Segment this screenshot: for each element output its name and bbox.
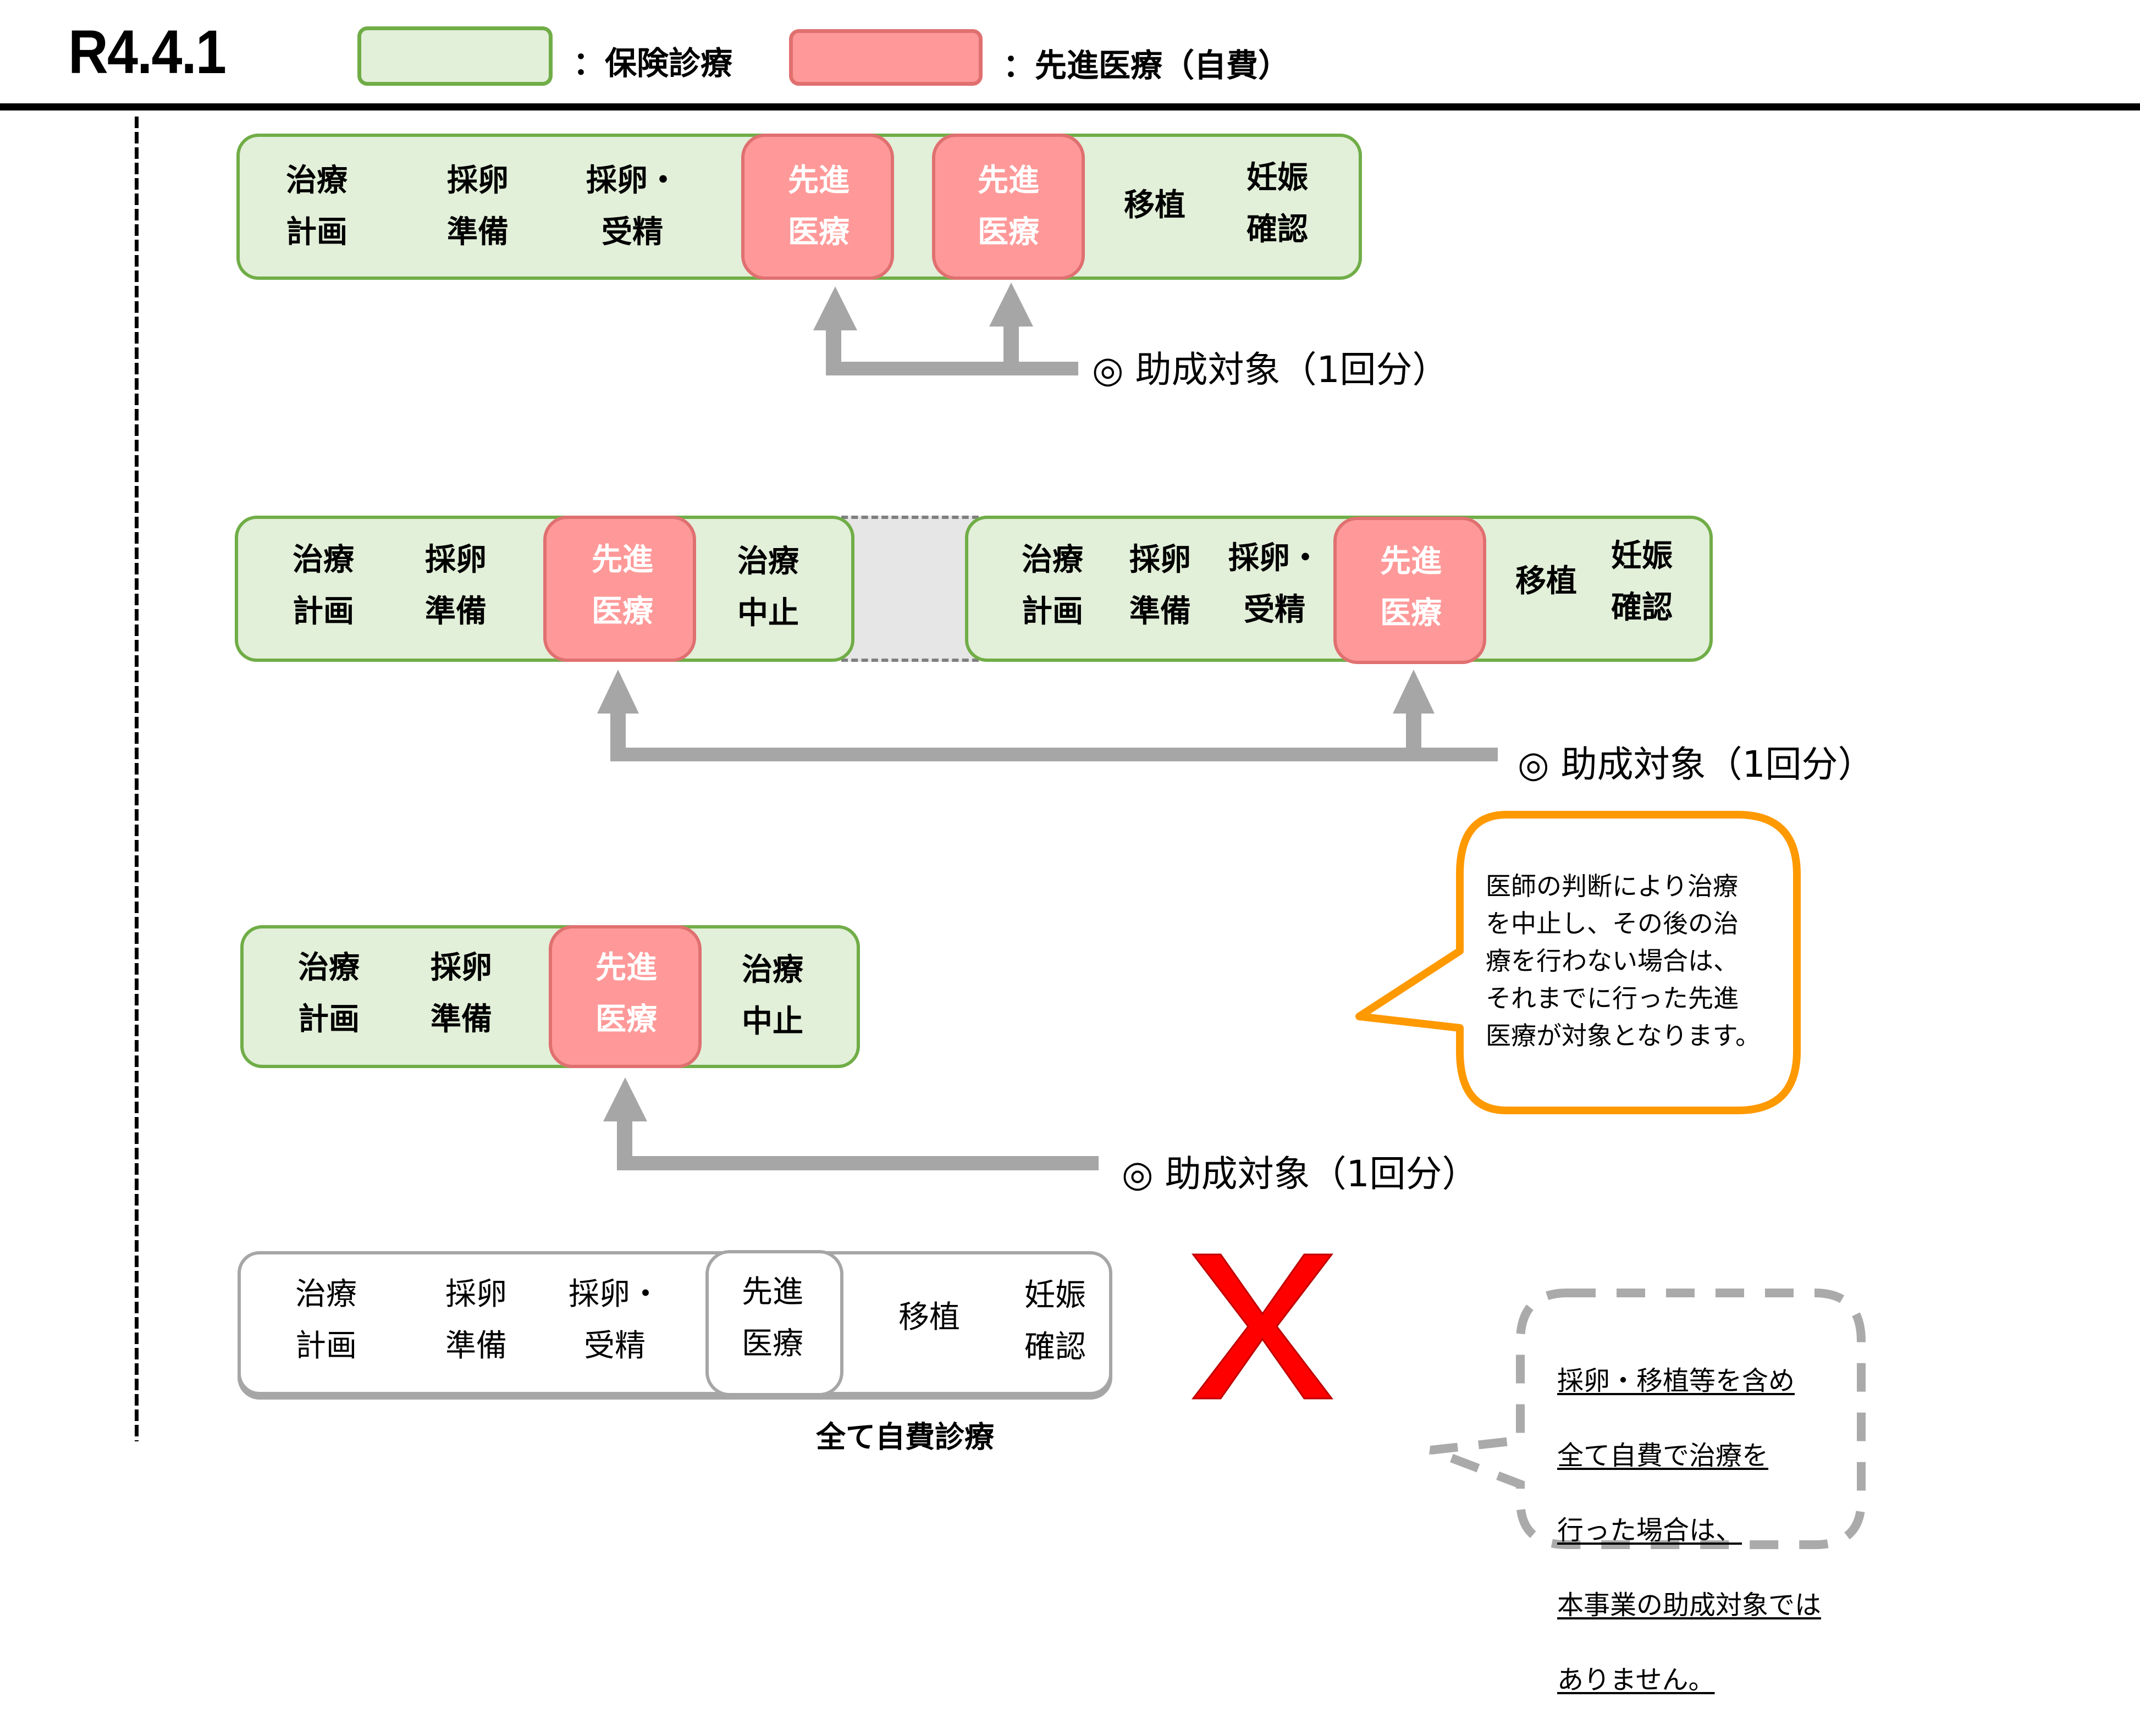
step-egg-retrieval-prep: 採卵準備 [445,1276,507,1364]
legend-label-insurance: ：保険診療 [573,45,733,82]
speech-bubble [1355,811,1801,1114]
step-treatment-discontinued: 治療中止 [742,952,803,1040]
arrow-up-icon [597,670,639,714]
arrow-connector [617,1156,1099,1170]
legend-swatch-advanced-medical [789,29,983,86]
step-transfer: 移植 [1515,563,1577,599]
vertical-dashed-divider [135,117,139,1441]
arrow-up-icon [989,283,1033,327]
dashed-speech-bubble [1429,1289,1866,1549]
grant-eligible-label: ◎ 助成対象（1回分） [1092,349,1449,391]
grant-eligible-label: ◎ 助成対象（1回分） [1122,1153,1479,1195]
step-egg-retrieval-prep: 採卵準備 [447,163,509,250]
step-egg-retrieval-fertilization: 採卵・受精 [1228,540,1321,628]
step-advanced-medical: 先進医療 [742,1274,803,1362]
advanced-medical-block [741,134,894,280]
arrow-connector [610,748,1498,761]
step-treatment-plan: 治療計画 [293,542,354,629]
step-transfer: 移植 [1124,187,1185,223]
callout-text: 医師の判断により治療 を中止し、その後の治 療を行わない場合は、 それまでに行っ… [1486,871,1761,1051]
step-treatment-plan: 治療計画 [286,163,348,250]
advanced-medical-block [549,925,702,1068]
step-advanced-medical: 先進医療 [978,163,1039,250]
page-title: R4.4.1 [68,18,227,86]
grant-eligible-label: ◎ 助成対象（1回分） [1518,743,1874,786]
advanced-medical-block [705,1250,843,1396]
step-pregnancy-check: 妊娠確認 [1247,160,1308,247]
arrow-up-icon [1393,670,1435,714]
step-advanced-medical: 先進医療 [595,950,657,1037]
legend-label-advanced-medical: ：先進医療（自費） [1003,47,1290,84]
arrow-up-icon [603,1077,647,1121]
step-treatment-plan: 治療計画 [298,950,360,1037]
step-treatment-discontinued: 治療中止 [737,544,799,631]
callout-text: 採卵・移植等を含め 全て自費で治療を 行った場合は、 本事業の助成対象では あり… [1557,1365,1822,1695]
step-pregnancy-check: 妊娠確認 [1611,538,1673,626]
step-treatment-plan: 治療計画 [1022,542,1083,629]
arrow-connector [826,362,1078,375]
advanced-medical-block [932,134,1085,280]
legend-swatch-insurance [357,26,553,86]
step-advanced-medical: 先進医療 [788,163,850,250]
step-pregnancy-check: 妊娠確認 [1024,1278,1086,1365]
step-egg-retrieval-fertilization: 採卵・受精 [569,1276,661,1364]
step-transfer: 移植 [898,1300,960,1335]
step-advanced-medical: 先進医療 [1380,544,1442,631]
step-egg-retrieval-prep: 採卵準備 [431,950,492,1037]
step-egg-retrieval-prep: 採卵準備 [425,542,487,629]
self-pay-caption: 全て自費診療 [816,1419,994,1455]
advanced-medical-block [1333,517,1486,664]
step-egg-retrieval-prep: 採卵準備 [1129,542,1191,629]
interruption-gap [841,516,979,662]
header-divider [0,103,2140,110]
step-egg-retrieval-fertilization: 採卵・受精 [586,163,679,250]
cross-icon [1191,1253,1334,1400]
self-pay-treatment-bar [238,1251,1112,1395]
arrow-up-icon [813,286,857,330]
advanced-medical-block [543,516,696,662]
step-advanced-medical: 先進医療 [592,542,653,629]
step-treatment-plan: 治療計画 [295,1276,357,1364]
